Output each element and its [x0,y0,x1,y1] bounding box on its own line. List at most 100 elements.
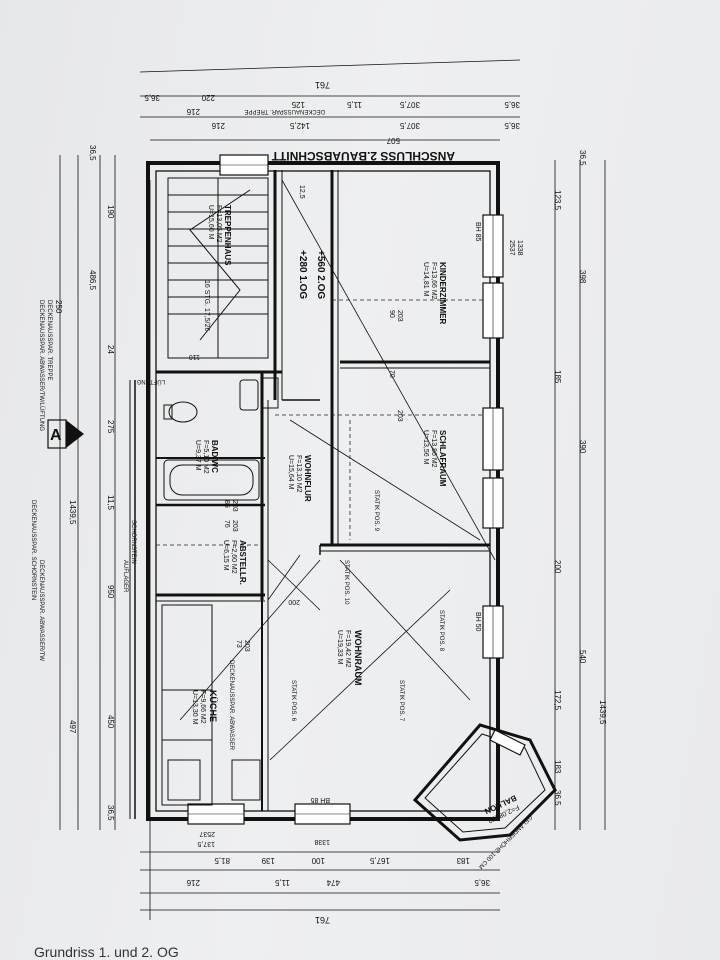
bottom-dim-216: 216 [186,878,200,887]
right-window-bh50: BH 50 [474,612,481,632]
height-1og: +280 1.OG [297,250,308,299]
ceiling-diagonals [179,179,496,761]
dashed-lines [156,299,490,546]
dimension-lines [59,59,606,920]
kitchen-counter [161,604,213,806]
room-kinderzimmer: KINDERZIMMER [438,262,447,324]
door-code-70: 70 [388,370,395,378]
balcony-note: GELÄNDERHÖHE 100 CM [477,814,534,871]
top-dim-761: 761 [315,80,330,90]
left-dim-950: 950 [106,585,115,599]
kitchen-fixtures [161,604,261,806]
room-wohnflur-area: F=13,10 M2 [295,455,302,493]
washbasin [239,379,259,411]
door-code-85: 85 [223,500,230,508]
door-code-203d: 203 [231,520,238,532]
bathroom-fixtures [163,377,279,501]
door-code-73: 73 [235,640,242,648]
left-dim-250: 250 [54,300,63,314]
bottom-dim-183: 183 [456,856,470,865]
top-dim-507: 507 [386,136,400,145]
left-dim-497: 497 [68,720,77,734]
bottom-dim-139: 139 [261,856,275,865]
anschluss-label: ANSCHLUSS 2.BAUABSCHNITT [271,149,455,163]
balcony [412,723,557,842]
statik-8: STATIK POS. 8 [438,610,444,652]
top-dim-36-5: 36,5 [144,93,160,102]
right-dim-36-5: 36,5 [578,150,587,166]
right-window-2537: 2537 [508,240,515,256]
room-schlafraum-perim: U=13,56 M [422,430,429,465]
bathtub [163,459,260,501]
right-dim-183: 183 [553,760,562,774]
bottom-dim-11-5: 11,5 [274,878,290,887]
right-dim-1439-5: 1439,5 [598,700,607,725]
bottom-window-bh85: BH 85 [310,796,330,803]
left-dim-24: 24 [106,345,115,354]
left-dim-11-5: 11,5 [106,495,115,511]
room-wohnflur: WOHNFLUR [303,455,312,502]
right-dim-185: 185 [553,370,562,384]
door-code-203a: 203 [396,310,403,322]
right-dim-36-5b: 36,5 [553,790,562,806]
top-dim-307-5b: 307,5 [399,121,420,130]
right-dim-172-5: 172,5 [553,690,562,711]
left-dim-486-5: 486,5 [88,270,97,291]
room-abstellr-perim: U=6,15 M [222,540,229,571]
bottom-window-137-5: 137,5 [197,840,215,847]
left-note-4: DECKENAUSSPAR. TREPPE [46,300,52,380]
room-kueche-perim: U=13,30 M [191,690,198,725]
kitchen-note: DECKENAUSSPAR. ABWASSER [228,660,234,751]
rotated-annotations: ANSCHLUSS 2.BAUABSCHNITT 761 36,5 216 12… [30,80,607,925]
height-2og: +560 2.OG [315,250,326,299]
bottom-dim-100: 100 [311,856,325,865]
room-bad-perim: U=9,37 M [194,440,201,471]
interior-walls [156,170,490,811]
room-bad: BAD/WC [210,440,219,473]
left-note-1: DECKENAUSSPAR. ABWASSER/TW/LÜFTUNG [38,300,45,431]
door-code-203c: 203 [231,500,238,512]
door-code-76: 76 [223,520,230,528]
bottom-dim-761: 761 [315,915,330,925]
plan-caption: Grundriss 1. und 2. OG [34,944,179,960]
left-dim-1439-5: 1439,5 [68,500,77,525]
stair-treads [167,177,269,359]
top-dim-36-5b: 36,5 [504,100,520,109]
room-bad-area: F=5,10 M2 [202,440,209,474]
statik-9: STATIK POS. 9 [373,490,379,532]
room-kueche: KÜCHE [208,690,218,722]
stairs-label: 16 STG. 17,5/26 [203,280,210,331]
left-label-lueftung: LÜFTUNG [136,378,165,385]
room-kinderzimmer-area: F=13,66 M2 [430,262,437,300]
room-kinderzimmer-perim: U=14,81 M [422,262,429,297]
right-dim-398: 398 [578,270,587,284]
bottom-dim-474: 474 [326,878,340,887]
right-dim-123-5: 123,5 [553,190,562,211]
left-label-schornstein: SCHORNSTEIN [130,520,136,564]
right-dim-540: 540 [578,650,587,664]
room-wohnflur-perim: U=15,64 M [287,455,294,490]
toilet [168,401,198,423]
room-treppenhaus-area: F=13,05 M2 [215,205,222,243]
stair-note: DECKENAUSSPAR. TREPPE [245,108,325,114]
bottom-dim-167-5: 167,5 [369,856,390,865]
right-dim-200: 200 [553,560,562,574]
door-code-110: 110 [189,353,200,360]
top-dim-142-5: 142,5 [289,121,310,130]
top-dim-216b: 216 [211,121,225,130]
left-note-3: DECKENAUSSPAR. ABWASSER/TW [38,560,44,661]
room-treppenhaus: TREPPENHAUS [223,205,232,266]
bottom-dim-36-5: 36,5 [474,878,490,887]
statik-7: STATIK POS. 7 [398,680,404,722]
top-dim-220: 220 [201,93,215,102]
top-dim-125: 125 [291,100,305,109]
room-abstellr-area: F=2,60 M2 [230,540,237,574]
door-code-12-5: 12,5 [298,185,305,199]
left-dim-275: 275 [106,420,115,434]
top-dim-11-5: 11,5 [346,100,362,109]
right-dim-390: 390 [578,440,587,454]
bottom-window-1338: 1338 [314,838,330,845]
room-kueche-area: F=9,66 M2 [199,690,206,724]
statik-10: STATIK POS. 10 [343,560,349,605]
